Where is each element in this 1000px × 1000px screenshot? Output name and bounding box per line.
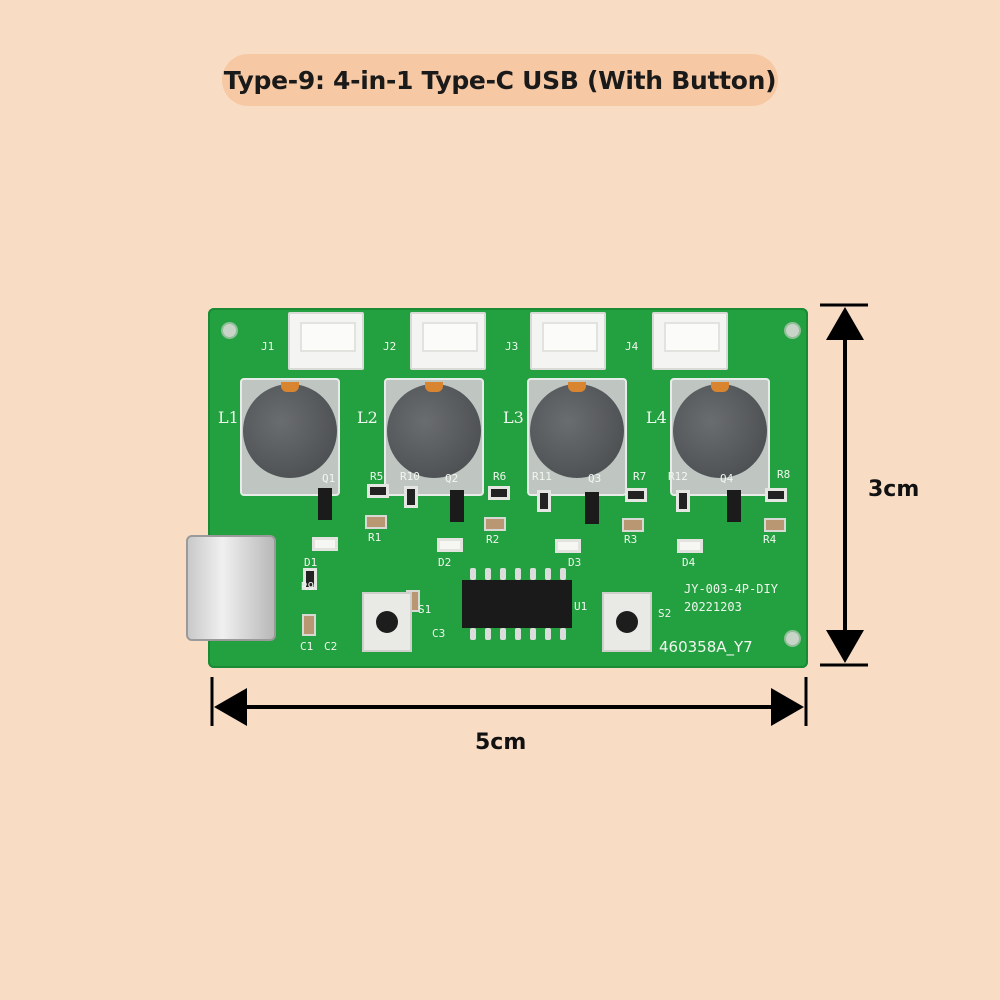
resistor	[625, 488, 647, 502]
silk-label: D3	[568, 556, 582, 569]
ic-pin	[545, 568, 551, 580]
silk-label: R7	[633, 470, 647, 483]
capacitor	[365, 515, 387, 529]
ic-pin	[485, 628, 491, 640]
silk-label: D4	[682, 556, 696, 569]
arrow-down-icon	[826, 630, 864, 663]
silk-label: C3	[432, 627, 446, 640]
led-d4	[677, 539, 703, 553]
silk-label: J4	[625, 340, 639, 353]
silk-label: R2	[486, 533, 500, 546]
connector-j2	[410, 312, 486, 370]
resistor	[488, 486, 510, 500]
silk-label: D2	[438, 556, 452, 569]
board-code: 460358A_Y7	[659, 638, 753, 656]
arrow-up-icon	[826, 307, 864, 340]
width-label: 5cm	[475, 730, 527, 755]
led-d2	[437, 538, 463, 552]
silk-label: R10	[400, 470, 420, 483]
capacitor	[764, 518, 786, 532]
silk-label: J3	[505, 340, 519, 353]
usb-c-port	[186, 535, 276, 641]
ic-chip-u1	[462, 580, 572, 628]
push-button-s2	[602, 592, 652, 652]
inductor-l4	[673, 382, 767, 478]
mounting-hole	[784, 322, 801, 339]
inductor-l1	[243, 382, 337, 478]
resistor	[367, 484, 389, 498]
resistor	[537, 490, 551, 512]
ic-pin	[500, 628, 506, 640]
silk-label: R5	[370, 470, 384, 483]
silk-label: Q1	[322, 472, 336, 485]
arrow-left-icon	[214, 688, 247, 726]
push-button-s1	[362, 592, 412, 652]
led-d3	[555, 539, 581, 553]
silk-label: R11	[532, 470, 552, 483]
capacitor	[302, 614, 316, 636]
product-title: Type-9: 4-in-1 Type-C USB (With Button)	[223, 65, 777, 95]
inductor-l2	[387, 382, 481, 478]
ic-pin	[470, 628, 476, 640]
height-label: 3cm	[868, 477, 920, 502]
silk-label: R3	[624, 533, 638, 546]
silk-label: U1	[574, 600, 588, 613]
silk-label: C1	[300, 640, 314, 653]
silk-label: L1	[218, 408, 239, 427]
silk-label: R6	[493, 470, 507, 483]
silk-label: J2	[383, 340, 397, 353]
resistor	[765, 488, 787, 502]
mounting-hole	[221, 322, 238, 339]
product-title-banner: Type-9: 4-in-1 Type-C USB (With Button)	[222, 54, 778, 106]
ic-pin	[515, 628, 521, 640]
ic-pin	[530, 628, 536, 640]
mounting-hole	[784, 630, 801, 647]
capacitor	[622, 518, 644, 532]
transistor-q1	[318, 488, 332, 520]
ic-pin	[545, 628, 551, 640]
ic-pin	[515, 568, 521, 580]
silk-label: C2	[324, 640, 338, 653]
silk-label: S1	[418, 603, 432, 616]
ic-pin	[470, 568, 476, 580]
silk-label: L4	[646, 408, 667, 427]
silk-label: Q2	[445, 472, 459, 485]
silk-label: L2	[357, 408, 378, 427]
connector-j4	[652, 312, 728, 370]
ic-pin	[485, 568, 491, 580]
silk-label: S2	[658, 607, 672, 620]
silk-label: R8	[777, 468, 791, 481]
silk-label: L3	[503, 408, 524, 427]
transistor-q3	[585, 492, 599, 524]
silk-label: R1	[368, 531, 382, 544]
silk-label: R12	[668, 470, 688, 483]
board-date: 20221203	[684, 600, 742, 614]
transistor-q2	[450, 490, 464, 522]
silk-label: J1	[261, 340, 275, 353]
arrow-right-icon	[771, 688, 804, 726]
ic-pin	[530, 568, 536, 580]
board-model: JY-003-4P-DIY	[684, 582, 778, 596]
silk-label: Q4	[720, 472, 734, 485]
transistor-q4	[727, 490, 741, 522]
connector-j3	[530, 312, 606, 370]
silk-label: R4	[763, 533, 777, 546]
ic-pin	[560, 628, 566, 640]
silk-label: D1	[304, 556, 318, 569]
silk-label: Q3	[588, 472, 602, 485]
ic-pin	[560, 568, 566, 580]
resistor	[404, 486, 418, 508]
led-d1	[312, 537, 338, 551]
resistor	[676, 490, 690, 512]
silk-label: R9	[301, 580, 315, 593]
ic-pin	[500, 568, 506, 580]
inductor-l3	[530, 382, 624, 478]
connector-j1	[288, 312, 364, 370]
resistor	[303, 568, 317, 590]
capacitor	[484, 517, 506, 531]
